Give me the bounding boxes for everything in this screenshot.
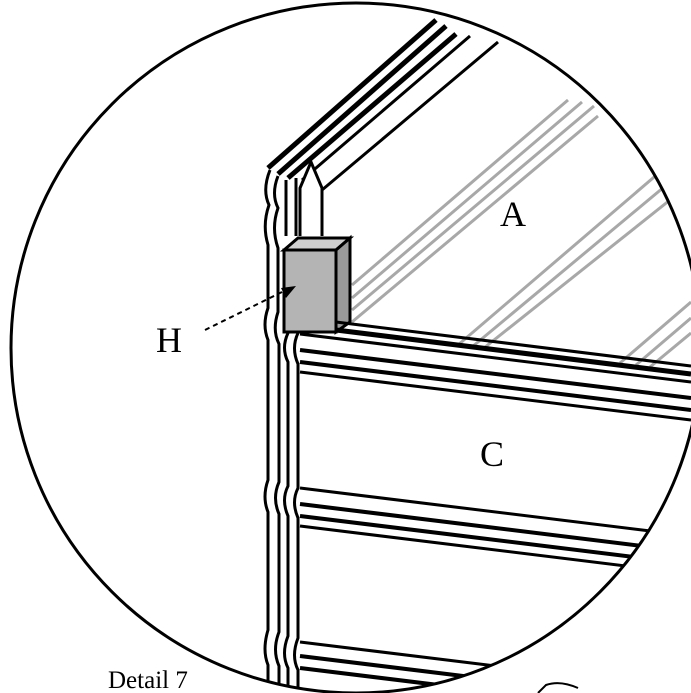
eave-bar xyxy=(299,320,691,422)
label-a: A xyxy=(500,194,526,234)
magnified-view xyxy=(263,18,691,693)
corner-post xyxy=(263,169,300,693)
corner-block-h xyxy=(279,234,355,335)
leader-h xyxy=(204,286,296,331)
arrow-mark xyxy=(537,682,579,693)
roof-frame xyxy=(266,18,499,192)
vertical-rail xyxy=(298,158,324,236)
label-h: H xyxy=(156,320,182,360)
label-c: C xyxy=(480,434,504,474)
glazing-stripes xyxy=(351,98,691,369)
detail-caption: Detail 7 xyxy=(108,667,188,693)
detail-circle xyxy=(9,1,691,693)
